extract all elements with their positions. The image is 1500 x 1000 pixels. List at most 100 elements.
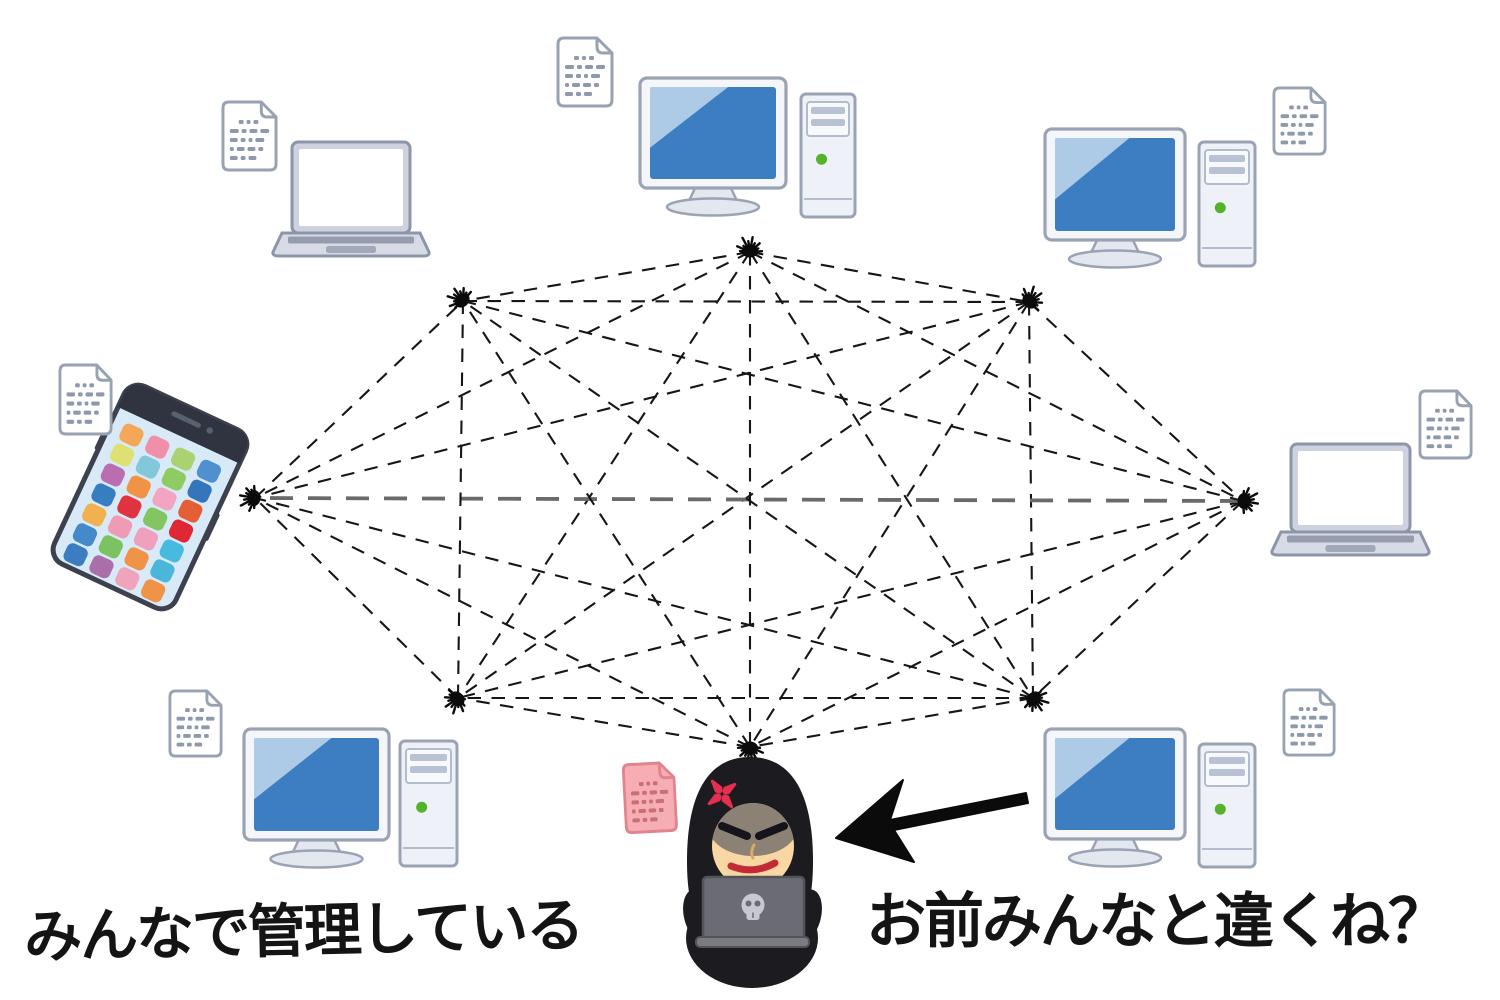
document-text-line	[1443, 435, 1452, 440]
screen-reflection	[650, 87, 729, 148]
document-text-line	[1280, 114, 1290, 119]
node-burst-e	[1237, 487, 1259, 515]
tower-slot	[1209, 167, 1245, 174]
document-text-line	[192, 708, 197, 712]
document-text-line	[82, 383, 87, 388]
document-text-line	[258, 147, 264, 151]
document-fold	[259, 102, 277, 119]
document-page	[1282, 688, 1336, 757]
hacker-brow	[718, 822, 751, 840]
document-text-line	[584, 74, 588, 78]
document-text-line	[193, 734, 202, 738]
mesh-edge-se-s	[749, 696, 1034, 749]
document-text-line	[1280, 131, 1285, 136]
node-burst-sw	[443, 688, 466, 715]
document-text-line	[659, 789, 669, 794]
document-text-line	[1449, 408, 1455, 413]
document-text-line	[583, 83, 591, 87]
node-burst-ne	[1021, 285, 1044, 312]
app-icon	[72, 523, 98, 547]
document-text-line	[176, 734, 181, 738]
p2p-mesh	[254, 250, 1244, 749]
monitor-base	[665, 197, 761, 217]
document-text-line	[204, 734, 209, 738]
document-text-line	[66, 419, 75, 424]
laptop-touchpad	[1325, 545, 1376, 552]
screen-reflection	[254, 738, 332, 800]
document-text-line	[638, 781, 644, 787]
laptop-screen	[299, 149, 403, 226]
document-text-line	[246, 120, 251, 124]
node-burst-nw	[446, 286, 473, 309]
mesh-edge-ne-w	[254, 300, 1030, 500]
document-text-line	[1317, 733, 1323, 737]
mesh-edge-se-w	[254, 496, 1034, 700]
document-text-line	[253, 120, 259, 124]
screen-reflection	[1055, 138, 1130, 200]
document-text-line	[577, 65, 582, 69]
document-text-line	[658, 807, 664, 813]
desktop-bottom-right	[1043, 727, 1257, 869]
app-icon	[178, 499, 203, 523]
document-text-line	[194, 742, 203, 747]
document-text-line	[596, 65, 605, 69]
document-text-line	[1308, 131, 1313, 136]
app-icon	[63, 543, 88, 567]
app-icon	[135, 455, 161, 479]
document-text-line	[1444, 444, 1453, 449]
document-text-line	[73, 410, 81, 415]
document-text-line	[582, 56, 586, 60]
document-fold	[595, 38, 612, 55]
hacker-nose	[750, 843, 756, 860]
mesh-edge-sw-w	[254, 497, 459, 699]
document-text-line	[584, 92, 592, 96]
document-page	[168, 689, 223, 758]
document-text-line	[1298, 122, 1303, 127]
phone-top-band	[118, 384, 248, 464]
document-text-line	[66, 410, 71, 415]
document-text-line	[1309, 114, 1319, 119]
document-text-line	[238, 120, 244, 124]
mesh-edge-sw-nw	[456, 300, 465, 699]
app-icon	[82, 503, 107, 527]
document-text-line	[176, 716, 186, 721]
document-fold	[1318, 689, 1335, 706]
node-burst-w	[239, 484, 261, 512]
laptop-keyboard	[288, 236, 414, 244]
monitor-base	[1067, 249, 1163, 269]
document-text-line	[236, 147, 245, 151]
hacker	[683, 757, 822, 988]
app-icon	[170, 447, 196, 471]
document-text-line	[574, 56, 579, 60]
document-text-line	[1299, 114, 1308, 119]
document-fold	[205, 690, 222, 707]
app-icon	[98, 535, 123, 559]
document-text-line	[1308, 741, 1316, 746]
document-text-line	[195, 716, 204, 721]
app-icon	[187, 479, 212, 503]
document-text-line	[176, 725, 185, 730]
laptop-touchpad	[326, 246, 376, 253]
laptop-screen	[1298, 451, 1403, 525]
app-icon	[161, 467, 186, 491]
document-text-line	[565, 74, 573, 78]
document-text-line	[1290, 724, 1298, 729]
document-text-line	[95, 392, 105, 397]
document-text-line	[1455, 417, 1465, 422]
document-text-line	[642, 790, 647, 795]
tower-slot	[1209, 769, 1245, 776]
mesh-edge-e-se	[1032, 500, 1244, 699]
mesh-edge-n-sw	[457, 251, 751, 699]
document-text-line	[632, 818, 640, 823]
document-text-line	[589, 56, 594, 60]
document-text-line	[183, 734, 191, 738]
document-fold	[95, 365, 112, 382]
document-text-line	[194, 725, 199, 730]
app-icon	[107, 515, 133, 539]
smartphone	[50, 382, 250, 612]
mesh-edge-ne-s	[749, 301, 1030, 748]
document-text-line	[240, 138, 246, 142]
document-page	[621, 761, 678, 835]
phone-camera-icon	[206, 427, 213, 434]
